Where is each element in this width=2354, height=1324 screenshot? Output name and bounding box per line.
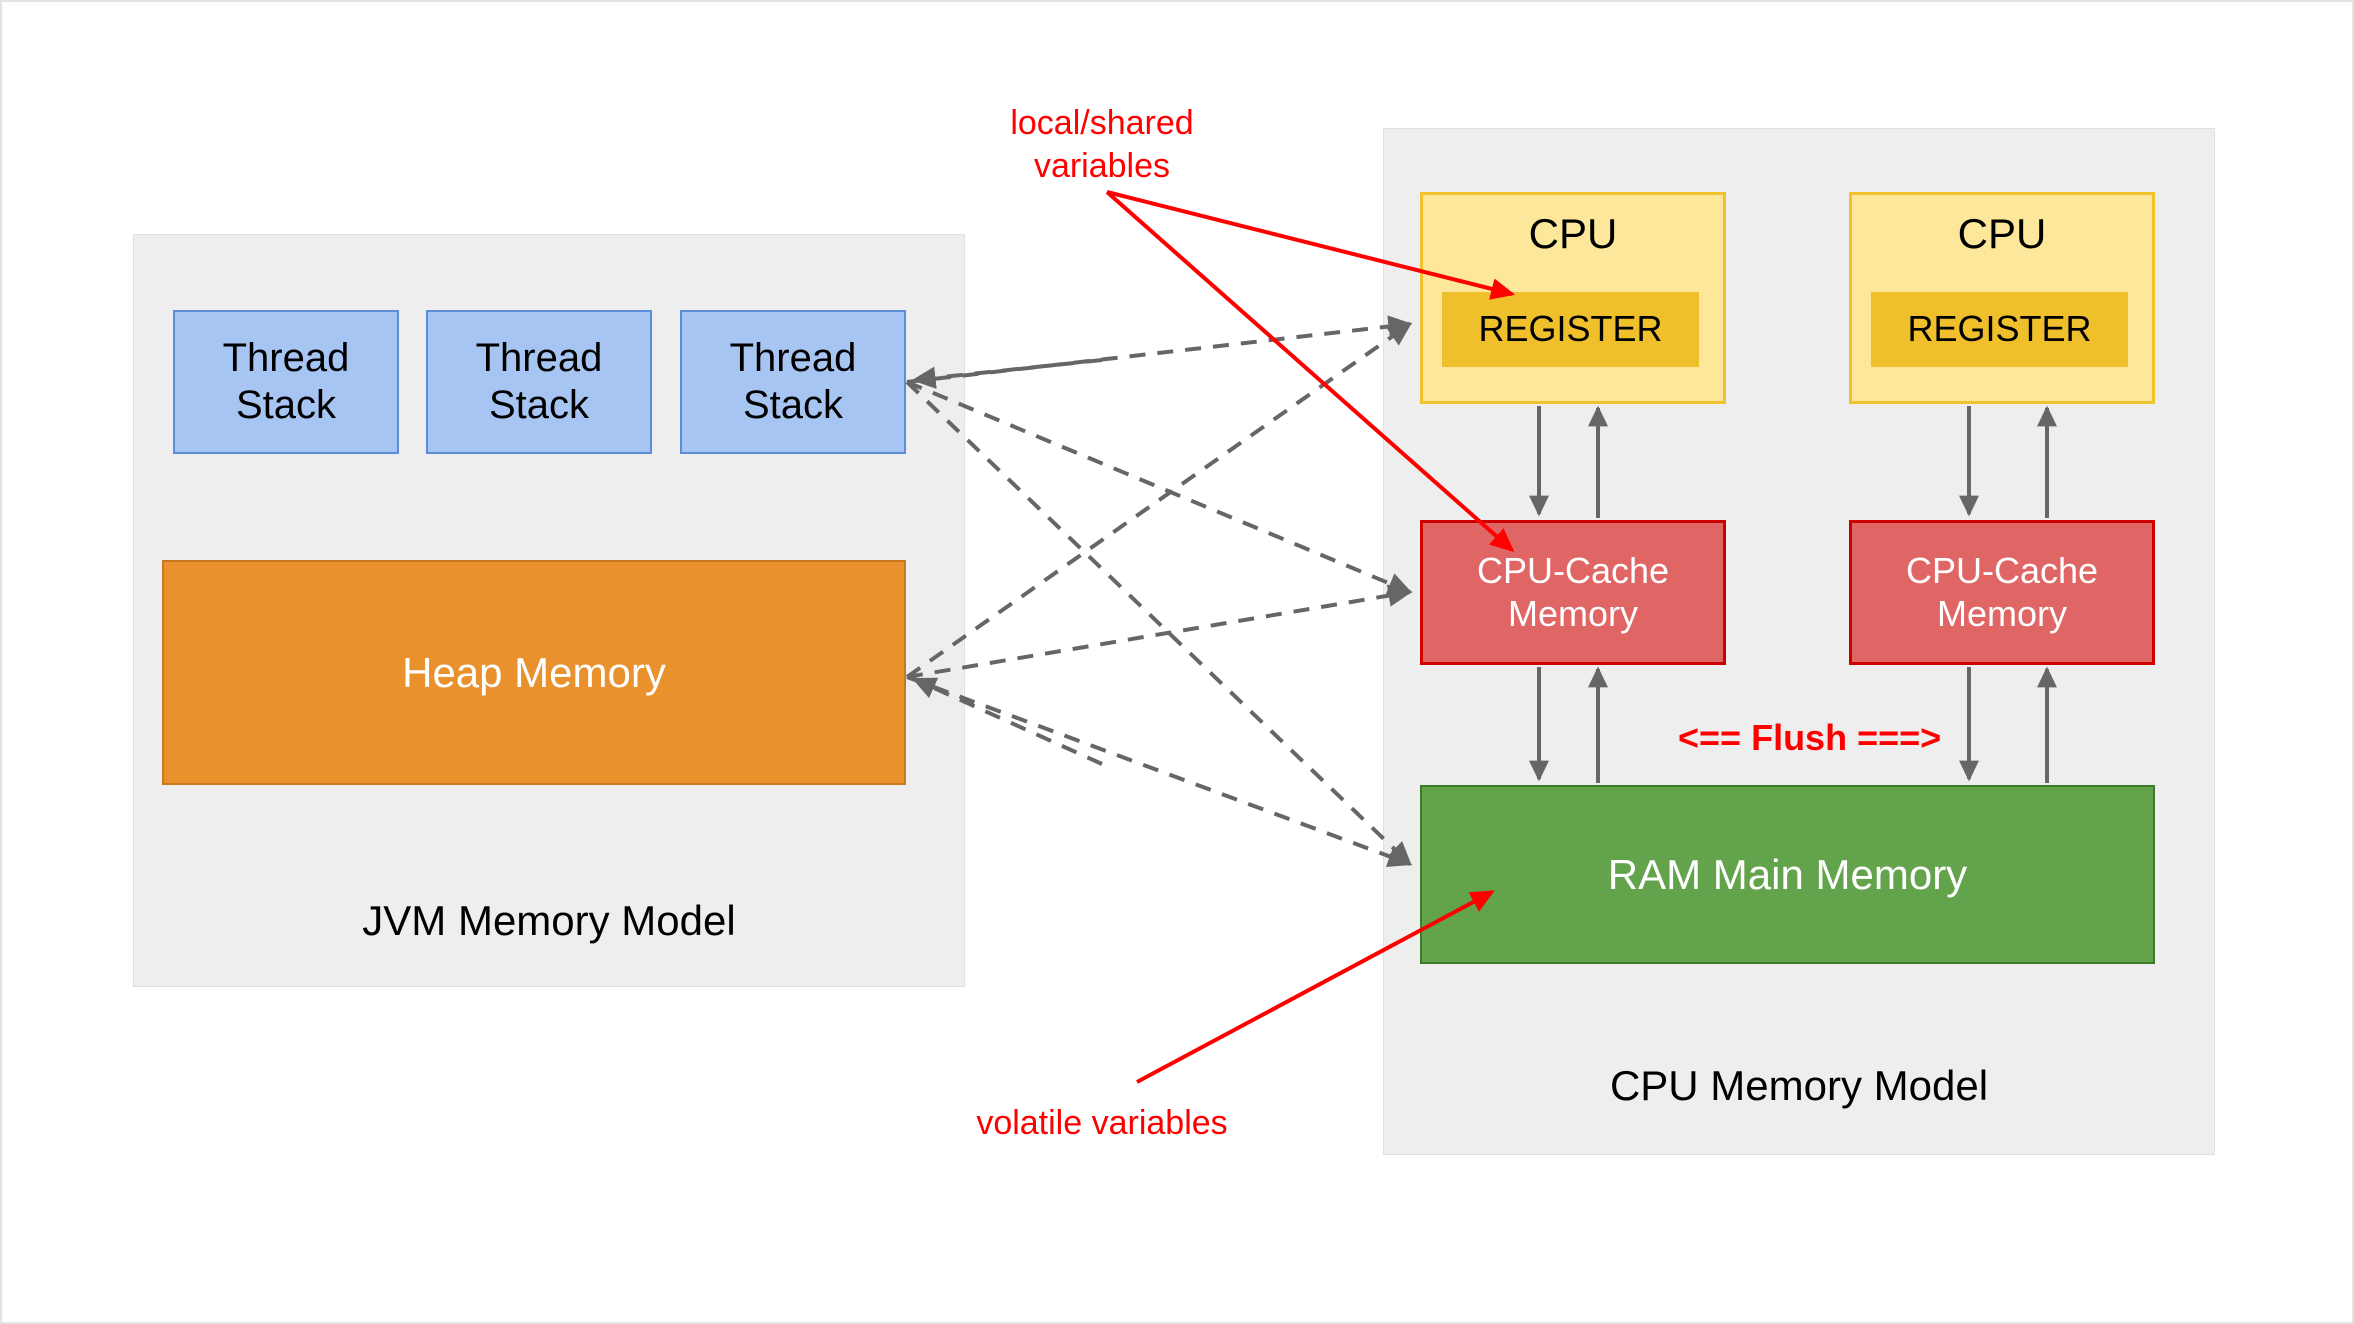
register-box-1[interactable]: REGISTER bbox=[1442, 292, 1699, 367]
cpu-cache-memory-box-2[interactable]: CPU-Cache Memory bbox=[1849, 520, 2155, 665]
register-box-2[interactable]: REGISTER bbox=[1871, 292, 2128, 367]
wire-threadstack-to-register bbox=[906, 315, 1413, 384]
wire-heap-to-ram bbox=[906, 675, 1413, 867]
wire-heap-to-register bbox=[905, 322, 1412, 679]
local-shared-variables-annotation: local/shared variables bbox=[1010, 104, 1194, 185]
flush-label: <== Flush ===> bbox=[1678, 717, 1942, 758]
thread-stack-1[interactable]: Thread Stack bbox=[173, 310, 399, 454]
thread-stack-2[interactable]: Thread Stack bbox=[426, 310, 652, 454]
wire-threadstack-to-cache bbox=[906, 380, 1413, 595]
jvm-panel-title: JVM Memory Model bbox=[362, 897, 736, 944]
wire-threadstack-to-ram bbox=[905, 380, 1412, 866]
volatile-variables-annotation: volatile variables bbox=[976, 1104, 1228, 1142]
cpu-cache-memory-box-1[interactable]: CPU-Cache Memory bbox=[1420, 520, 1726, 665]
wire-heap-to-cache bbox=[906, 584, 1413, 679]
ram-main-memory-box[interactable]: RAM Main Memory bbox=[1420, 785, 2155, 964]
thread-stack-3[interactable]: Thread Stack bbox=[680, 310, 906, 454]
heap-memory-box[interactable]: Heap Memory bbox=[162, 560, 906, 785]
cpu-panel-title: CPU Memory Model bbox=[1609, 1062, 1989, 1109]
